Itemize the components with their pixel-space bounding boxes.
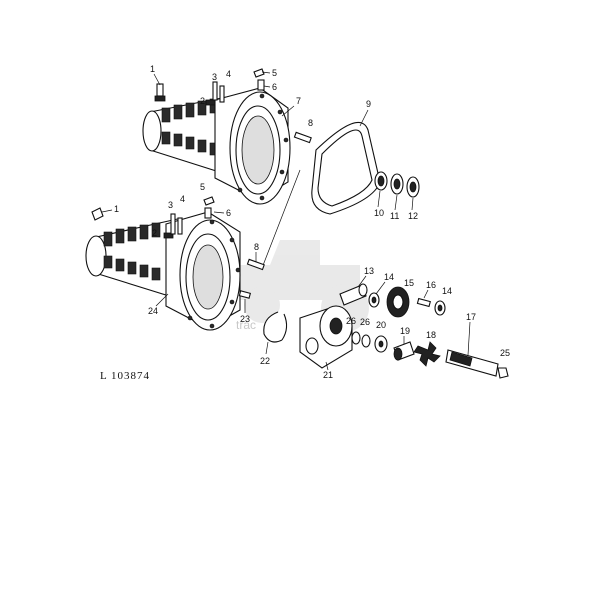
bushing-19 <box>393 341 415 361</box>
planet-gear-15 <box>386 286 410 318</box>
callout-8-lower: 8 <box>254 242 259 252</box>
upper-fitting-5-6 <box>253 68 265 91</box>
callout-1-upper: 1 <box>150 64 155 74</box>
upper-final-drive-housing <box>142 87 291 205</box>
callout-15: 15 <box>404 278 414 288</box>
callout-26-b: 26 <box>360 317 370 327</box>
callout-8-upper: 8 <box>308 118 313 128</box>
callout-7: 7 <box>296 96 301 106</box>
snap-ring-22 <box>263 311 288 343</box>
callout-17: 17 <box>466 312 476 322</box>
lower-fitting-5-6 <box>203 196 215 219</box>
pin-16 <box>416 297 431 308</box>
callout-6-lower: 6 <box>226 208 231 218</box>
sleeve-13 <box>339 283 368 306</box>
callout-5-lower: 5 <box>200 182 205 192</box>
callout-1-lower: 1 <box>114 204 119 214</box>
axle-shaft-17 <box>445 349 499 377</box>
callout-21: 21 <box>323 370 333 380</box>
bearing-set-10-11-12 <box>374 171 420 198</box>
callout-3-lower: 3 <box>168 200 173 210</box>
callout-3-upper: 3 <box>212 72 217 82</box>
callout-20: 20 <box>376 320 386 330</box>
callout-2-upper: 2 <box>200 96 205 106</box>
lower-breather-1 <box>91 207 104 221</box>
callout-11: 11 <box>390 211 399 221</box>
sun-gear-18 <box>413 341 441 367</box>
planet-carrier-21 <box>299 305 353 369</box>
callout-14-b: 14 <box>442 286 452 296</box>
callout-4-upper: 4 <box>226 69 231 79</box>
lower-final-drive-housing <box>85 211 241 331</box>
callout-16: 16 <box>426 280 436 290</box>
callout-22: 22 <box>260 356 270 366</box>
lower-dowel-pin-8 <box>246 258 265 271</box>
callout-18: 18 <box>426 330 436 340</box>
callout-23: 23 <box>240 314 250 324</box>
lower-bolts-2-3 <box>163 213 183 239</box>
callout-14-a: 14 <box>384 272 394 282</box>
thrust-washers-14 <box>368 292 446 316</box>
gasket-9 <box>311 121 381 215</box>
callout-26-a: 26 <box>346 316 356 326</box>
drawing-reference-code: L 103874 <box>100 370 151 382</box>
lower-housing-fins <box>103 222 161 281</box>
upper-bolts-2-3 <box>205 81 225 106</box>
clip-25 <box>497 367 509 379</box>
callout-labels: 1 3 4 2 5 6 7 8 9 10 11 12 1 3 4 2 5 6 8… <box>101 64 510 380</box>
upper-dowel-pin-8 <box>293 131 312 144</box>
watermark-text: trac <box>236 318 257 332</box>
callout-9: 9 <box>366 99 371 109</box>
callout-5-upper: 5 <box>272 68 277 78</box>
callout-13: 13 <box>364 266 374 276</box>
callout-10: 10 <box>374 208 384 218</box>
callout-24: 24 <box>148 306 158 316</box>
dowel-pin-23 <box>238 290 252 299</box>
callout-12: 12 <box>408 211 418 221</box>
callout-25: 25 <box>500 348 510 358</box>
callout-19: 19 <box>400 326 410 336</box>
upper-housing-fins <box>161 98 219 156</box>
callout-2-lower: 2 <box>152 228 157 238</box>
callout-4-lower: 4 <box>180 194 185 204</box>
upper-breather-1 <box>154 83 166 102</box>
washers-26-20 <box>351 331 388 353</box>
callout-6-upper: 6 <box>272 82 277 92</box>
